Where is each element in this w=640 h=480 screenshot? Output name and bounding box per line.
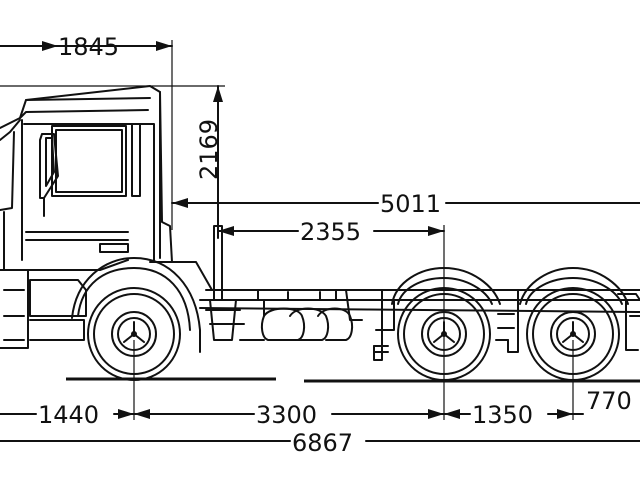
dimension-lines — [0, 40, 640, 442]
dim-5011-label: 5011 — [380, 190, 441, 218]
cab — [0, 85, 173, 349]
dim-2169-label: 2169 — [195, 119, 223, 180]
chassis — [159, 225, 640, 361]
dim-1350-label: 1350 — [472, 401, 533, 429]
rear-wheel-2 — [519, 267, 629, 381]
rear-wheel-1 — [391, 267, 501, 381]
dim-3300-label: 3300 — [256, 401, 317, 429]
truck-outline — [0, 85, 640, 381]
front-wheel — [71, 257, 201, 381]
rear-end — [617, 293, 640, 351]
dim-1845-label: 1845 — [58, 33, 119, 61]
dim-770-label: 770 — [586, 387, 632, 415]
dim-2355-label: 2355 — [300, 218, 361, 246]
dim-6867-label: 6867 — [292, 429, 353, 457]
tandem-bracket — [493, 289, 519, 353]
dim-1440-label: 1440 — [38, 401, 99, 429]
